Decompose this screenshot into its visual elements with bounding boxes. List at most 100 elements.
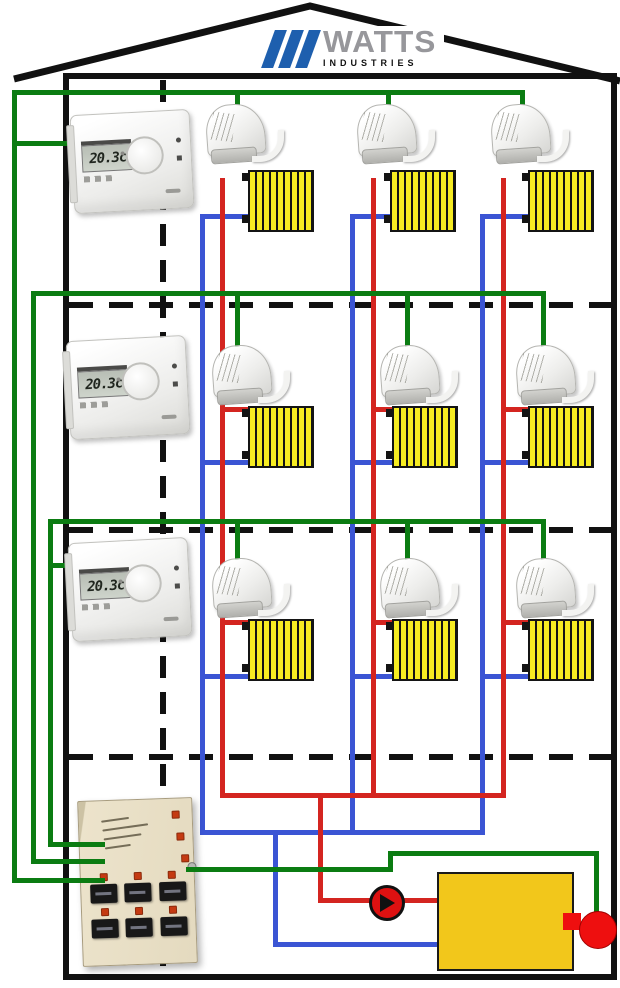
actuator-label [361, 111, 387, 142]
watts-logo-icon [261, 29, 321, 68]
return-branch-f1c3 [480, 214, 532, 219]
actuator-collar [361, 146, 409, 165]
return-riser-col2 [350, 214, 355, 835]
actuator-collar [216, 387, 264, 406]
thermostat-floor3: 20.3c [64, 536, 193, 643]
actuator-cable [252, 130, 284, 162]
return-branch-f2c1 [200, 460, 252, 465]
watts-logo: WATTS INDUSTRIES [261, 24, 445, 71]
actuator-cable [562, 584, 594, 616]
actuator-label [520, 352, 546, 383]
actuator-cable [426, 371, 458, 403]
zone-module [158, 870, 187, 902]
return-branch-f3c1 [200, 674, 252, 679]
logo-brand-text: WATTS [323, 24, 437, 59]
wire-drop-f1c2 [386, 90, 391, 112]
wire-thermostat1-stub [12, 141, 76, 146]
actuator-label [210, 111, 236, 142]
roof-outline [13, 2, 620, 85]
supply-manifold [220, 793, 506, 798]
logo-sub-text: INDUSTRIES [323, 58, 418, 68]
wire-zone1-riser [12, 90, 17, 883]
thermostat-buttons [79, 400, 112, 409]
wire-panel-in-zone1 [12, 878, 105, 883]
wire-panel-to-boiler [186, 867, 393, 872]
actuator-label [216, 352, 242, 383]
zone-module [91, 908, 120, 939]
valve-actuator-f2c3 [514, 343, 594, 411]
moon-indicator-icon [174, 583, 181, 589]
house-wall-right [611, 73, 617, 980]
return-riser-col3 [480, 214, 485, 835]
zone-led [100, 908, 109, 917]
burner [579, 911, 617, 949]
supply-branch-f3c1 [220, 620, 254, 625]
house-wall-bottom [63, 974, 617, 980]
wire-boiler-up [388, 851, 393, 872]
radiator-f2c3 [522, 406, 594, 468]
radiator-f3c1 [242, 619, 314, 681]
radiator-f3c2 [386, 619, 458, 681]
wire-floor2-feed [31, 291, 546, 296]
actuator-collar [384, 387, 432, 406]
floor-divider-3 [69, 754, 611, 760]
thermostat-buttons [83, 174, 116, 183]
supply-branch-f3c3 [501, 620, 534, 625]
actuator-collar [520, 387, 568, 406]
actuator-collar [520, 600, 568, 619]
panel-label-text [101, 814, 152, 856]
moon-indicator-icon [176, 155, 183, 161]
zone-display [91, 918, 120, 939]
supply-branch-f2c2 [371, 407, 399, 412]
zone-module [160, 905, 188, 937]
return-branch-f3c3 [480, 674, 532, 679]
wire-drop-f2c3 [541, 291, 546, 351]
valve-actuator-f3c1 [210, 556, 290, 624]
actuator-collar [216, 600, 264, 619]
sun-indicator-icon [175, 137, 182, 143]
return-manifold [200, 830, 485, 835]
valve-actuator-f2c2 [378, 343, 458, 411]
actuator-label [216, 565, 242, 596]
zone-led [133, 871, 142, 881]
wire-drop-f2c2 [405, 291, 410, 351]
actuator-cable [537, 130, 569, 162]
radiator-f2c1 [242, 406, 314, 468]
supply-branch-f2c1 [220, 407, 254, 412]
thermostat-brandmark [165, 188, 181, 194]
wire-floor3-feed [48, 519, 546, 524]
wire-boiler-top-run [388, 851, 599, 856]
return-branch-f1c1 [200, 214, 252, 219]
return-riser-col1 [200, 214, 205, 835]
actuator-cable [258, 371, 290, 403]
moon-indicator-icon [172, 381, 179, 387]
thermostat-brandmark [161, 414, 177, 420]
panel-led [181, 854, 190, 863]
zone-module [125, 906, 154, 938]
supply-riser-col3 [501, 178, 506, 798]
thermostat-floor2: 20.3c [62, 334, 191, 441]
valve-actuator-f2c1 [210, 343, 290, 411]
actuator-cable [258, 584, 290, 616]
wire-drop-f2c1 [235, 291, 240, 351]
house-wall-top [63, 73, 617, 79]
wire-zone3-riser [48, 519, 53, 847]
return-drop-to-boiler [273, 830, 278, 947]
radiator-f1c3 [522, 170, 594, 232]
actuator-label [495, 111, 521, 142]
wire-drop-f1c1 [235, 90, 240, 112]
sun-indicator-icon [173, 565, 180, 571]
thermostat-buttons [81, 602, 114, 611]
zone-display [90, 883, 118, 904]
circulation-pump-icon [369, 885, 405, 921]
sun-indicator-icon [171, 363, 178, 369]
burner-connector [563, 913, 581, 930]
floor-divider-2 [69, 527, 611, 533]
wire-zone2-riser [31, 291, 36, 864]
zone-led [167, 870, 177, 879]
wire-drop-f3c1 [235, 519, 240, 565]
panel-led [176, 832, 185, 841]
zone-display [160, 916, 188, 937]
supply-drop-to-pump [318, 793, 323, 903]
actuator-collar [384, 600, 432, 619]
